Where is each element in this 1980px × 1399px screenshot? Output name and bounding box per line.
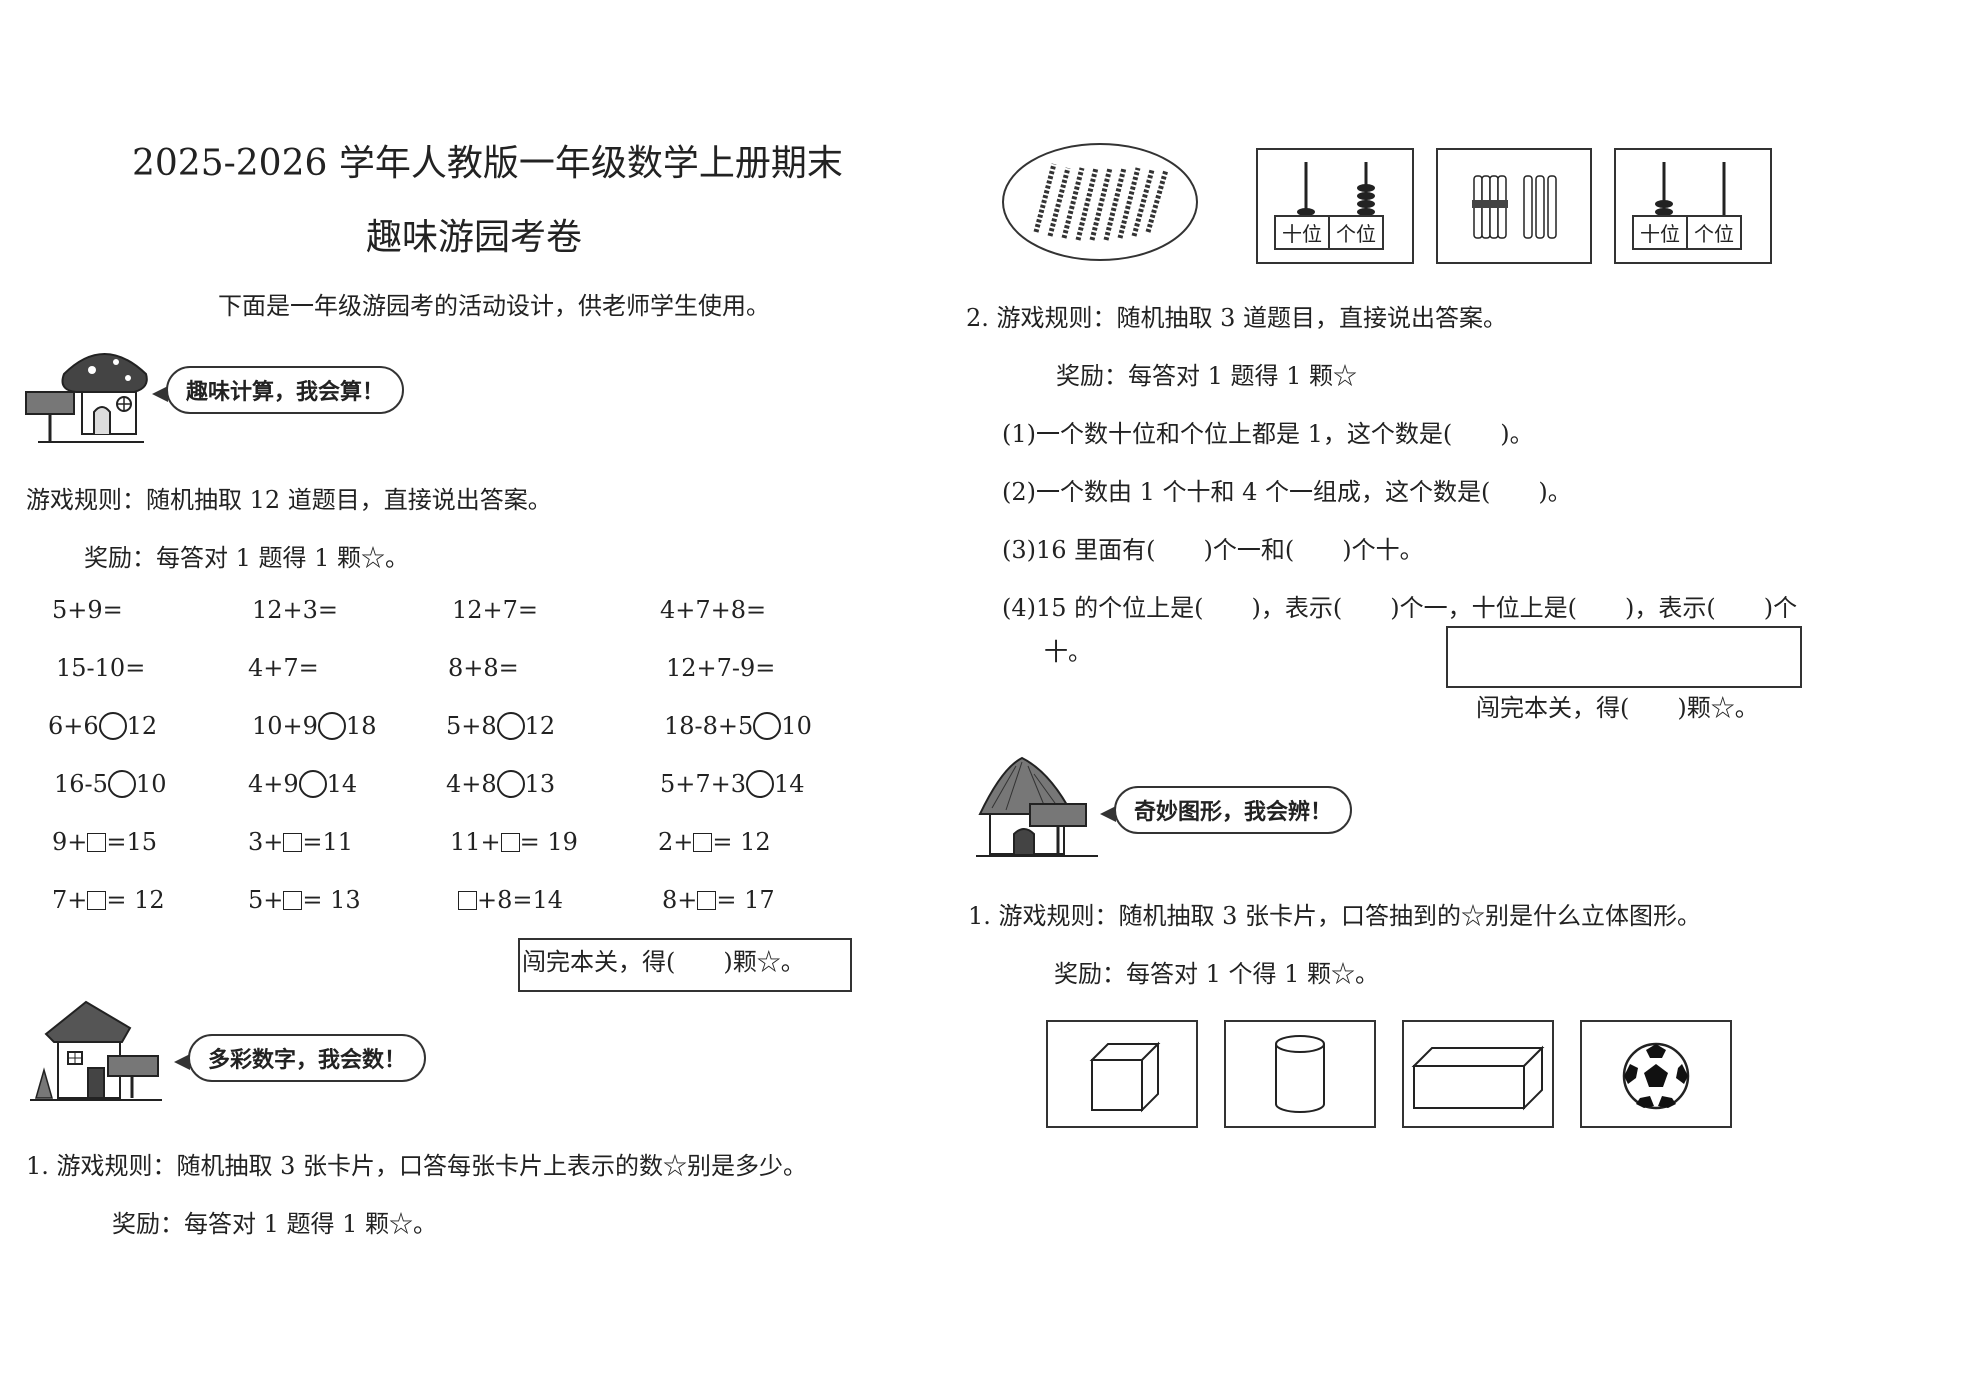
abacus-icon <box>1655 162 1726 216</box>
ones-label: 个位 <box>1686 217 1740 248</box>
abacus-card-2: 十位 个位 <box>1614 148 1772 264</box>
fill-problem: 7+= 12 <box>52 886 165 914</box>
problem: 12+7= <box>452 596 539 624</box>
stage1-score: 闯完本关，得( )颗☆。 <box>522 948 805 976</box>
stick-bundle-icon <box>1472 175 1557 239</box>
page-title-line2: 趣味游园考卷 <box>366 217 583 258</box>
compare-circle[interactable] <box>746 770 775 798</box>
sticks-card <box>1002 143 1198 261</box>
stage1-score-box: 闯完本关，得( )颗☆。 <box>518 938 852 992</box>
fill-problem: 3+=11 <box>248 828 354 856</box>
fill-problem: 8+= 17 <box>662 886 775 914</box>
answer-box[interactable] <box>283 833 303 852</box>
shape-card-cuboid <box>1402 1020 1554 1128</box>
answer-box[interactable] <box>87 891 107 910</box>
stage2-rule2: 2. 游戏规则：随机抽取 3 道题目，直接说出答案。 <box>966 304 1508 332</box>
bundle-card <box>1436 148 1592 264</box>
question-4: (4)15 的个位上是( )，表示( )个一，十位上是( )，表示( )个 <box>1002 594 1798 622</box>
compare-circle[interactable] <box>496 712 525 740</box>
problem: 4+7= <box>248 654 319 682</box>
cylinder-icon <box>1275 1035 1325 1113</box>
soccer-ball-icon <box>1622 1042 1690 1110</box>
page-title-line1: 2025-2026 学年人教版一年级数学上册期末 <box>132 143 843 184</box>
stage2-rule: 1. 游戏规则：随机抽取 3 张卡片，口答每张卡片上表示的数☆别是多少。 <box>26 1152 808 1180</box>
cube-icon <box>1089 1041 1161 1113</box>
problem: 12+7-9= <box>666 654 776 682</box>
problem: 4+7+8= <box>660 596 767 624</box>
compare-circle[interactable] <box>753 712 782 740</box>
question-1: (1)一个数十位和个位上都是 1，这个数是( )。 <box>1002 420 1534 448</box>
abacus-icon <box>1297 162 1375 216</box>
stage1-rule: 游戏规则：随机抽取 12 道题目，直接说出答案。 <box>26 486 552 514</box>
stage2-reward2: 奖励：每答对 1 题得 1 颗☆ <box>1056 362 1358 390</box>
fill-problem: 5+= 13 <box>248 886 361 914</box>
shape-card-sphere <box>1580 1020 1732 1128</box>
stage3-bubble: 奇妙图形，我会辨！ <box>1099 786 1353 834</box>
fill-problem: 11+= 19 <box>450 828 578 856</box>
problem: 12+3= <box>252 596 339 624</box>
stage1-reward: 奖励：每答对 1 题得 1 颗☆。 <box>84 544 410 572</box>
intro-text: 下面是一年级游园考的活动设计，供老师学生使用。 <box>218 292 770 320</box>
question-2: (2)一个数由 1 个十和 4 个一组成，这个数是( )。 <box>1002 478 1572 506</box>
problem: 5+9= <box>52 596 123 624</box>
answer-box[interactable] <box>458 891 477 910</box>
shape-card-cylinder <box>1224 1020 1376 1128</box>
fill-problem: 9+=15 <box>52 828 158 856</box>
answer-box[interactable] <box>500 833 520 852</box>
stage2-score: 闯完本关，得( )颗☆。 <box>1476 694 1759 722</box>
fill-problem: 2+= 12 <box>658 828 771 856</box>
problem: 8+8= <box>448 654 519 682</box>
stage3-rule: 1. 游戏规则：随机抽取 3 张卡片，口答抽到的☆别是什么立体图形。 <box>968 902 1702 930</box>
answer-box[interactable] <box>697 891 717 910</box>
compare-circle[interactable] <box>496 770 525 798</box>
compare-circle[interactable] <box>317 712 346 740</box>
cuboid-icon <box>1411 1045 1545 1111</box>
answer-box[interactable] <box>693 833 713 852</box>
tens-label: 十位 <box>1282 222 1322 246</box>
ones-label: 个位 <box>1328 217 1382 248</box>
tens-label: 十位 <box>1640 222 1680 246</box>
abacus-card-1: 十位 个位 <box>1256 148 1414 264</box>
stage2-bubble: 多彩数字，我会数！ <box>173 1034 427 1082</box>
mushroom-house-icon <box>25 353 148 443</box>
place-value-labels: 十位 个位 <box>1632 215 1742 250</box>
answer-box[interactable] <box>283 891 303 910</box>
house-icon <box>30 1000 162 1101</box>
shape-card-cube <box>1046 1020 1198 1128</box>
stage2-reward: 奖励：每答对 1 题得 1 颗☆。 <box>112 1210 438 1238</box>
question-3: (3)16 里面有( )个一和( )个十。 <box>1002 536 1424 564</box>
stage2-score-box <box>1446 626 1802 688</box>
problem: 15-10= <box>56 654 146 682</box>
question-4-cont: 十。 <box>1044 638 1092 666</box>
hut-icon <box>976 756 1098 857</box>
stage3-reward: 奖励：每答对 1 个得 1 颗☆。 <box>1054 960 1380 988</box>
fill-problem: +8=14 <box>458 886 563 914</box>
answer-box[interactable] <box>87 833 107 852</box>
compare-circle[interactable] <box>98 712 127 740</box>
compare-circle[interactable] <box>298 770 327 798</box>
stage1-bubble: 趣味计算，我会算！ <box>151 366 405 414</box>
place-value-labels: 十位 个位 <box>1274 215 1384 250</box>
compare-circle[interactable] <box>107 770 136 798</box>
